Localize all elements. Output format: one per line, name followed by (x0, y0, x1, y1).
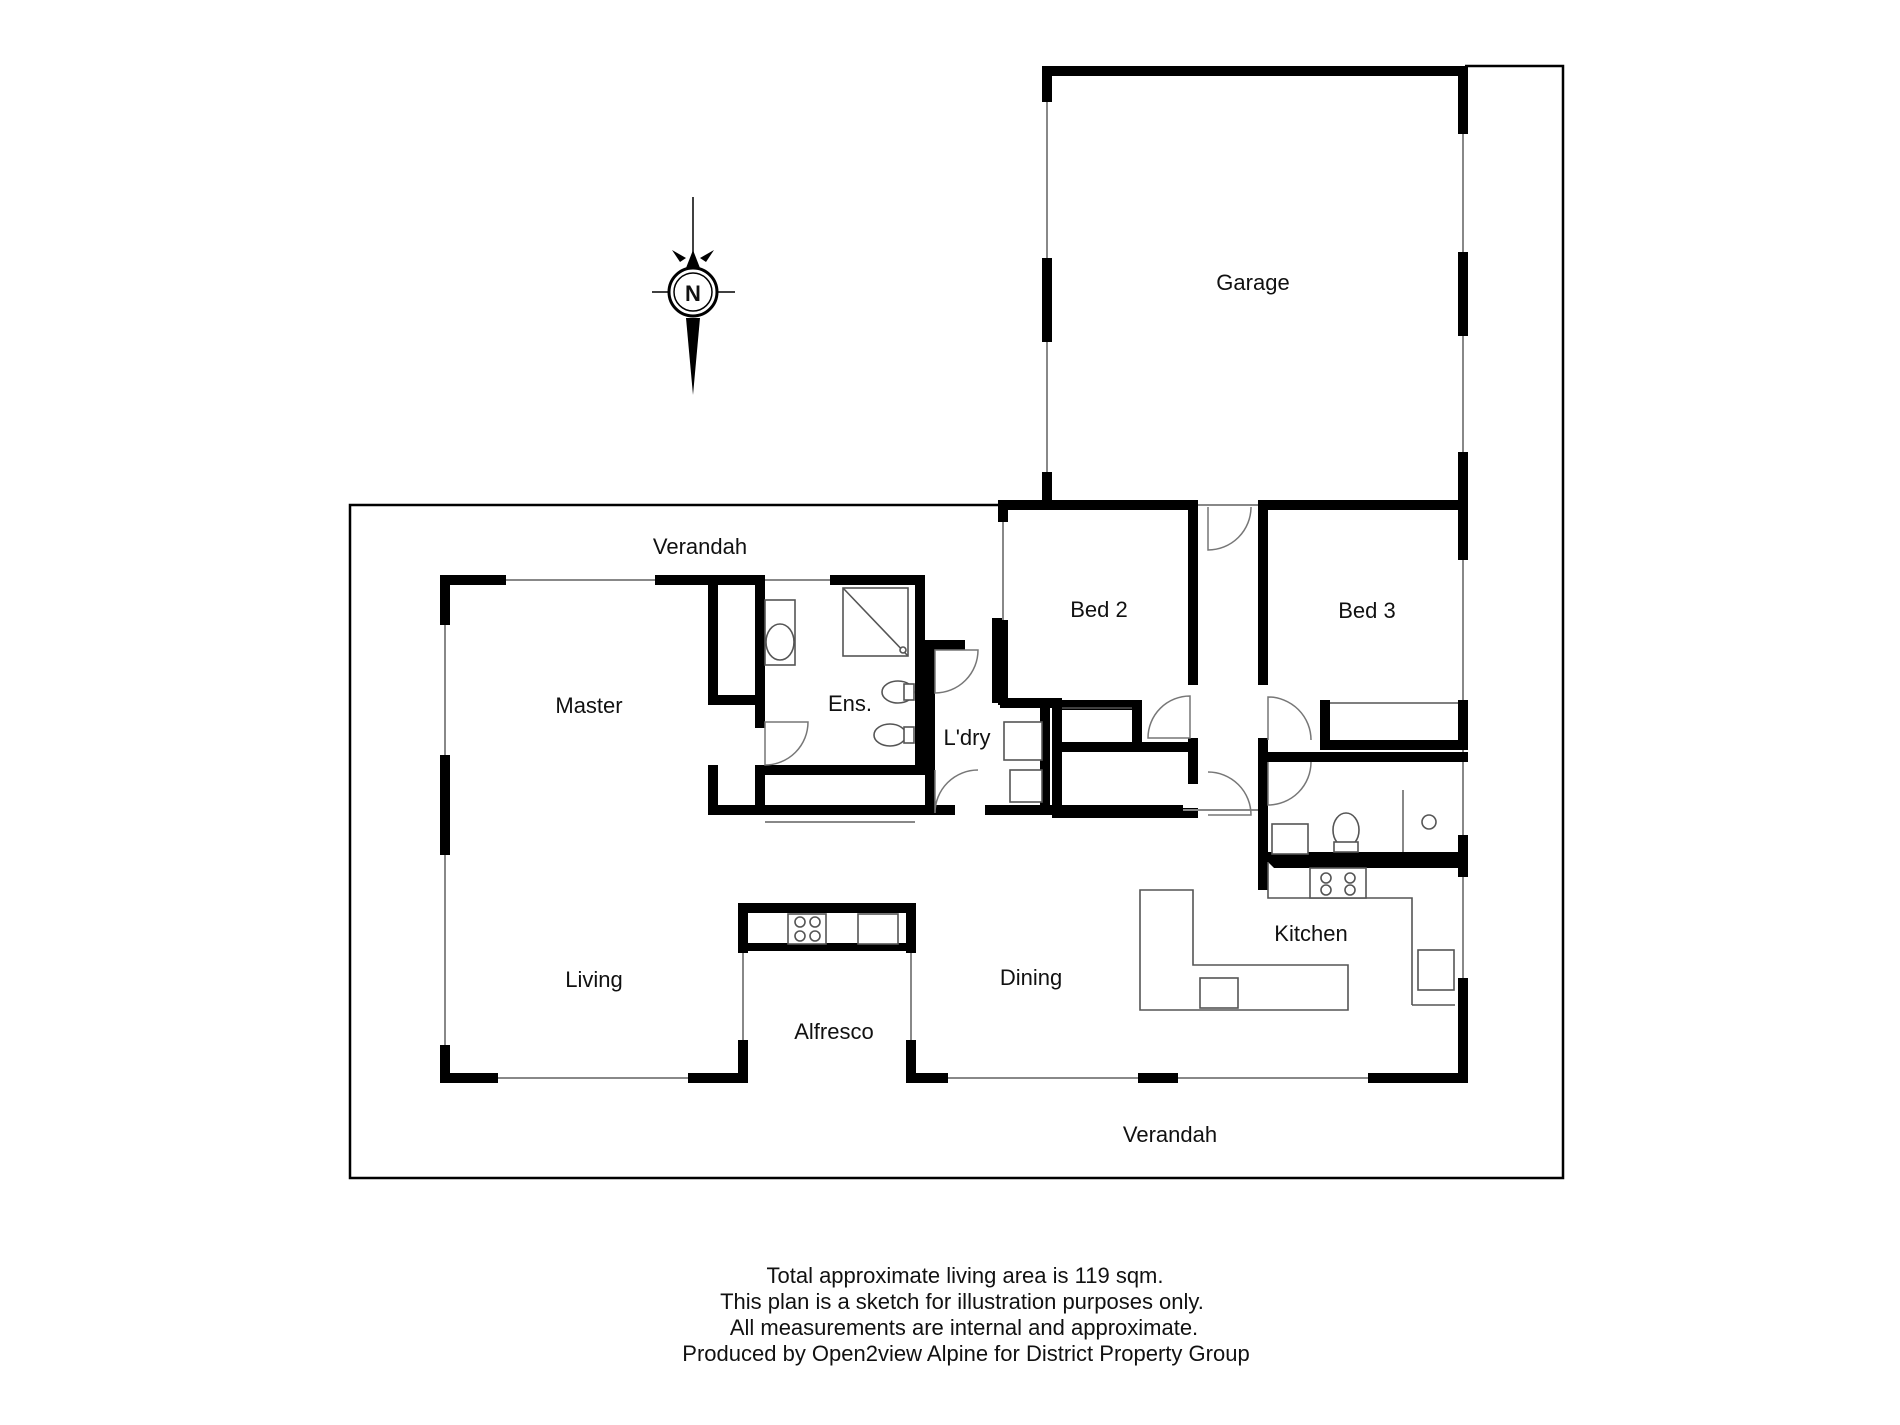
room-label-verandah-top: Verandah (653, 534, 747, 559)
footer-line-measurements: All measurements are internal and approx… (730, 1315, 1198, 1340)
footer-line-sketch: This plan is a sketch for illustration p… (720, 1289, 1204, 1314)
room-label-bed2: Bed 2 (1070, 597, 1128, 622)
room-label-bed3: Bed 3 (1338, 598, 1396, 623)
verandah-outline (348, 64, 1565, 1180)
room-label-verandah-bottom: Verandah (1123, 1122, 1217, 1147)
footer-line-area: Total approximate living area is 119 sqm… (766, 1263, 1163, 1288)
fixtures (764, 587, 1455, 1009)
bedroom-walls (998, 500, 1468, 877)
footer-line-producer: Produced by Open2view Alpine for Distric… (682, 1341, 1249, 1366)
living-walls (738, 852, 1468, 1083)
compass-label: N (685, 281, 701, 306)
room-label-master: Master (555, 693, 622, 718)
master-walls (440, 575, 1258, 1083)
room-label-alfresco: Alfresco (794, 1019, 873, 1044)
door-swings (764, 506, 1312, 816)
room-label-living: Living (565, 967, 622, 992)
room-label-kitchen: Kitchen (1274, 921, 1347, 946)
room-label-ensuite: Ens. (828, 691, 872, 716)
room-label-garage: Garage (1216, 270, 1289, 295)
north-arrow-icon (652, 197, 735, 395)
room-label-dining: Dining (1000, 965, 1062, 990)
footer-notes: Total approximate living area is 119 sqm… (682, 1263, 1249, 1366)
room-label-laundry: L'dry (944, 725, 991, 750)
garage-walls (1042, 66, 1468, 506)
